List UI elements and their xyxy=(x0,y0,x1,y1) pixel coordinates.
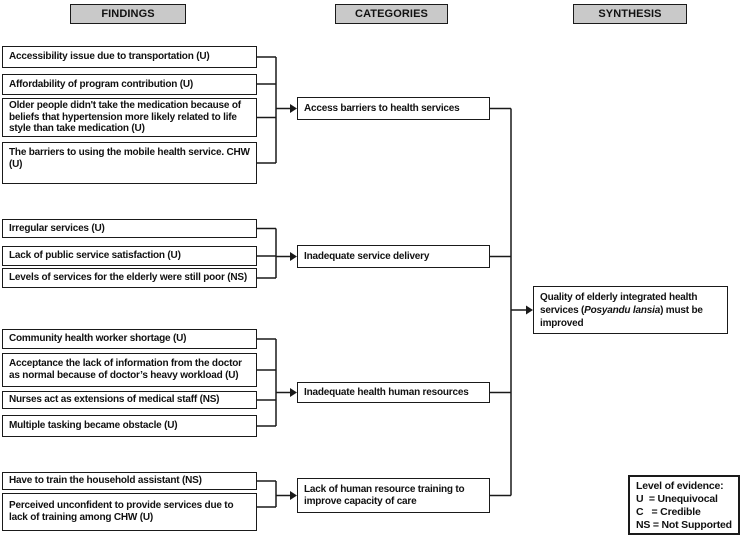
finding-box: Multiple tasking became obstacle (U) xyxy=(2,415,257,437)
category-box: Inadequate service delivery xyxy=(297,245,490,268)
synthesis-text-italic: Posyandu lansia xyxy=(584,304,661,316)
finding-text: Affordability of program contribution (U… xyxy=(9,78,194,90)
finding-text: Accessibility issue due to transportatio… xyxy=(9,51,210,63)
category-text: Lack of human resource training to impro… xyxy=(304,483,465,507)
finding-text: Perceived unconfident to provide service… xyxy=(9,500,234,523)
connector-group3 xyxy=(257,338,290,427)
finding-box: Affordability of program contribution (U… xyxy=(2,74,257,95)
finding-text: Lack of public service satisfaction (U) xyxy=(9,250,181,262)
column-header-categories: CATEGORIES xyxy=(335,4,448,24)
finding-box: Levels of services for the elderly were … xyxy=(2,268,257,288)
finding-box: Older people didn't take the medication … xyxy=(2,98,257,137)
finding-text: Older people didn't take the medication … xyxy=(9,99,241,135)
category-box: Lack of human resource training to impro… xyxy=(297,478,490,513)
synthesis-header-label: SYNTHESIS xyxy=(598,8,662,20)
finding-box: Have to train the household assistant (N… xyxy=(2,472,257,490)
finding-box: Acceptance the lack of information from … xyxy=(2,353,257,387)
legend-title: Level of evidence: xyxy=(636,480,724,492)
finding-box: Irregular services (U) xyxy=(2,219,257,238)
category-text: Access barriers to health services xyxy=(304,102,460,114)
synthesis-box: Quality of elderly integrated health ser… xyxy=(533,286,728,334)
finding-box: Community health worker shortage (U) xyxy=(2,329,257,349)
synthesis-text-after: ) must be improved xyxy=(540,304,703,329)
finding-text: Levels of services for the elderly were … xyxy=(9,272,247,284)
finding-text: Irregular services (U) xyxy=(9,222,105,234)
finding-text: The barriers to using the mobile health … xyxy=(9,147,250,170)
connector-group2 xyxy=(257,227,290,279)
categories-header-label: CATEGORIES xyxy=(355,8,428,20)
column-header-synthesis: SYNTHESIS xyxy=(573,4,687,24)
category-box: Inadequate health human resources xyxy=(297,382,490,403)
findings-header-label: FINDINGS xyxy=(101,8,155,20)
evidence-legend: Level of evidence: U = Unequivocal C = C… xyxy=(628,475,740,535)
finding-text: Multiple tasking became obstacle (U) xyxy=(9,420,178,432)
category-text: Inadequate service delivery xyxy=(304,250,430,262)
synthesis-text: Quality of elderly integrated health ser… xyxy=(540,291,721,330)
finding-box: Perceived unconfident to provide service… xyxy=(2,493,257,531)
arrowhead-category1 xyxy=(290,104,297,113)
finding-box: The barriers to using the mobile health … xyxy=(2,142,257,184)
connector-spine xyxy=(490,107,526,497)
legend-line-not-supported: NS = Not Supported xyxy=(636,519,732,532)
finding-text: Acceptance the lack of information from … xyxy=(9,358,242,381)
column-header-findings: FINDINGS xyxy=(70,4,186,24)
legend-line-credible: C = Credible xyxy=(636,506,701,519)
connector-group1 xyxy=(257,56,290,164)
finding-text: Community health worker shortage (U) xyxy=(9,333,187,345)
legend-line-unequivocal: U = Unequivocal xyxy=(636,493,718,506)
synthesis-text-before: Quality of elderly integrated health ser… xyxy=(540,291,698,316)
finding-text: Nurses act as extensions of medical staf… xyxy=(9,394,220,406)
finding-text: Have to train the household assistant (N… xyxy=(9,475,202,487)
category-box: Access barriers to health services xyxy=(297,97,490,120)
finding-box: Accessibility issue due to transportatio… xyxy=(2,46,257,68)
arrowhead-category3 xyxy=(290,388,297,397)
finding-box: Lack of public service satisfaction (U) xyxy=(2,246,257,266)
finding-box: Nurses act as extensions of medical staf… xyxy=(2,391,257,409)
category-text: Inadequate health human resources xyxy=(304,386,469,398)
arrowhead-category2 xyxy=(290,252,297,261)
arrowhead-synthesis xyxy=(526,305,533,315)
connector-group4 xyxy=(257,480,290,508)
arrowhead-category4 xyxy=(290,491,297,500)
